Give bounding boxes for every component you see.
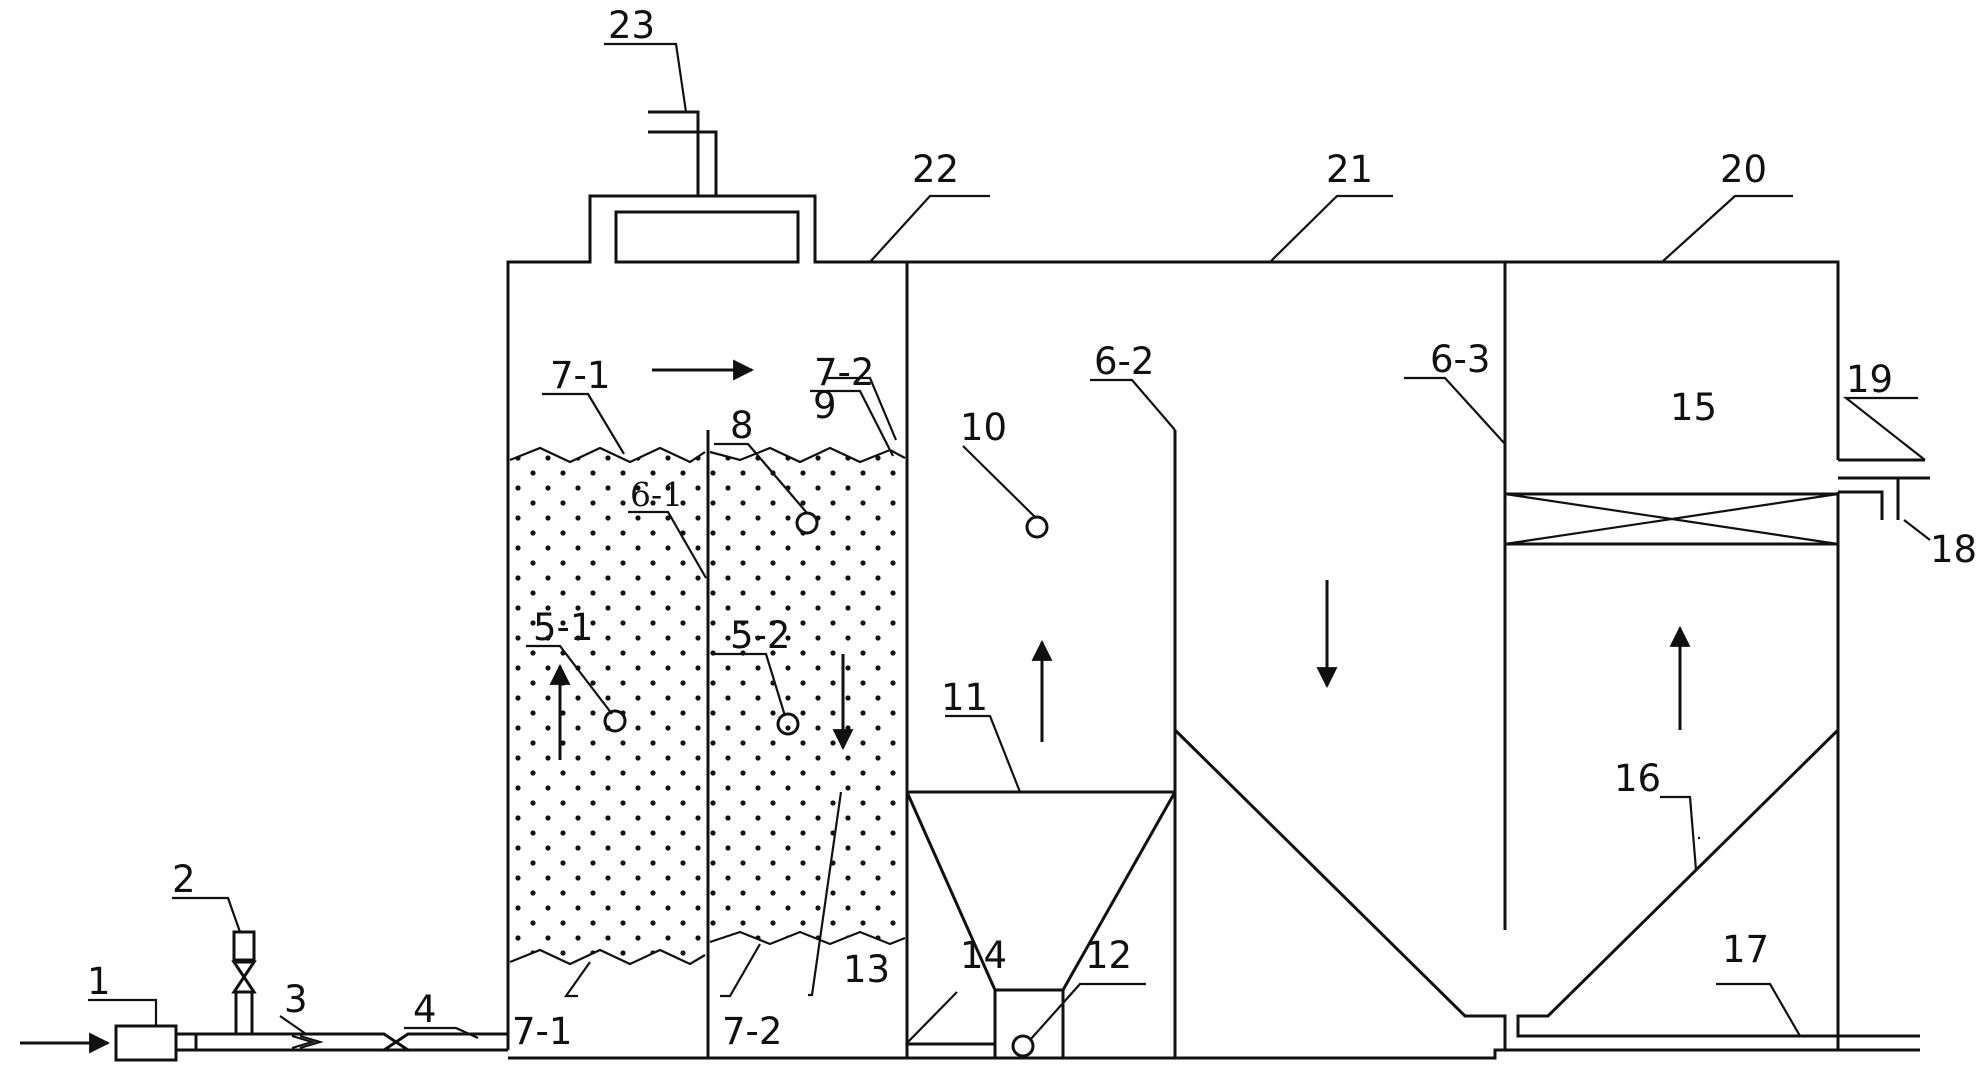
label-22: 22 — [912, 148, 959, 191]
packing-media-left — [510, 448, 705, 964]
label-9: 9 — [813, 384, 837, 427]
packing-media-right — [710, 448, 905, 944]
label-3: 3 — [284, 978, 308, 1021]
label-5-2: 5-2 — [730, 614, 790, 657]
label-6-2: 6-2 — [1094, 340, 1154, 383]
gas-hood-inner — [614, 210, 800, 264]
label-8: 8 — [730, 404, 754, 447]
label-1: 1 — [87, 960, 111, 1003]
hopper-left-side — [905, 791, 997, 991]
mixer-3 — [291, 1034, 324, 1050]
label-4: 4 — [413, 988, 437, 1031]
pump-1 — [114, 1024, 178, 1062]
label-6-1: 6-1 — [630, 475, 683, 514]
dosing-device-2-top — [232, 930, 256, 962]
port-10 — [1025, 515, 1049, 539]
packing-support-7-2-bottom — [709, 930, 906, 946]
label-20: 20 — [1720, 148, 1767, 191]
label-7-2-bottom: 7-2 — [722, 1010, 782, 1053]
port-5-2 — [776, 712, 800, 736]
label-7-1-top: 7-1 — [550, 354, 610, 397]
label-11: 11 — [941, 676, 988, 719]
label-15: 15 — [1670, 386, 1717, 429]
packing-support-7-1-top — [509, 446, 706, 464]
leader-lines — [88, 42, 1931, 1045]
label-14: 14 — [960, 934, 1007, 977]
label-7-1-bottom: 7-1 — [512, 1010, 572, 1053]
label-7-2-top: 7-2 — [814, 351, 874, 394]
port-5-1 — [603, 709, 627, 733]
hopper-right-side — [1061, 791, 1177, 991]
label-23: 23 — [608, 4, 655, 47]
sludge-pipe-13 — [907, 1042, 995, 1060]
gas-outlet-pipe-23 — [648, 110, 718, 196]
label-19: 19 — [1846, 358, 1893, 401]
sludge-outlet-12 — [1011, 1034, 1035, 1058]
tank-bottom — [508, 1048, 1920, 1060]
label-10: 10 — [960, 406, 1007, 449]
dosing-valve-2 — [231, 960, 257, 994]
packing-support-7-2-top — [709, 446, 906, 464]
inlet-pipe — [176, 1032, 360, 1052]
filter-block-15 — [1503, 492, 1840, 546]
slope-wall-middle — [1173, 728, 1507, 1050]
dosing-device-2-stem — [234, 992, 254, 1034]
filter-cross-b — [1504, 492, 1839, 546]
label-13: 13 — [843, 948, 890, 991]
label-2: 2 — [172, 858, 196, 901]
outlet-pipe-18 — [1838, 476, 1930, 520]
valve-4 — [360, 1032, 508, 1052]
label-18: 18 — [1930, 528, 1977, 571]
sludge-box-14 — [993, 988, 1065, 1060]
label-21: 21 — [1326, 148, 1373, 191]
main-tank-outline — [506, 194, 1840, 1050]
label-5-1: 5-1 — [533, 606, 593, 649]
packing-support-7-1-bottom — [509, 948, 706, 966]
slope-wall-16 — [1516, 728, 1920, 1038]
label-12: 12 — [1085, 934, 1132, 977]
label-16: 16 — [1614, 757, 1661, 800]
label-17: 17 — [1722, 928, 1769, 971]
label-6-3: 6-3 — [1430, 338, 1490, 381]
